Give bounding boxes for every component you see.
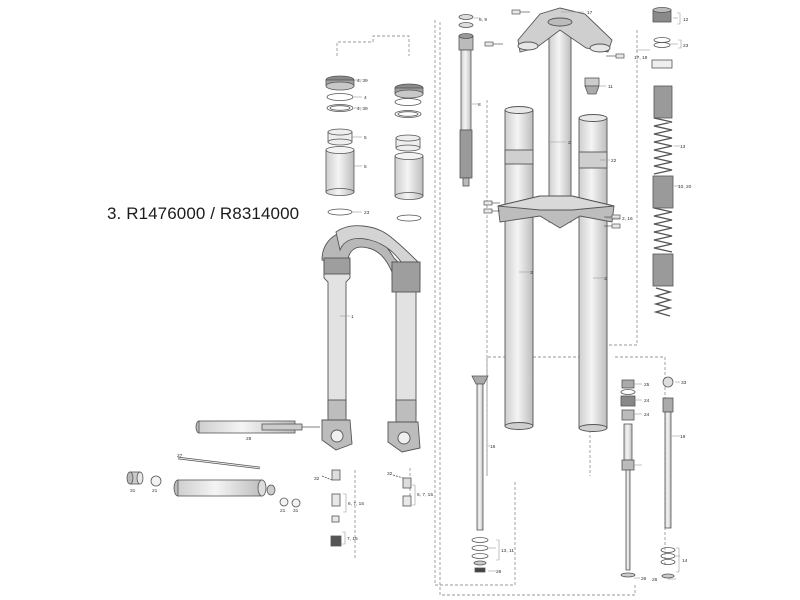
callout: 26 <box>641 576 647 582</box>
axle-washer <box>291 498 301 508</box>
axle-rod <box>177 456 261 470</box>
callout: 17, 18 <box>634 55 648 61</box>
callout: 11 <box>608 84 613 90</box>
spring-spacer <box>653 37 671 43</box>
seal-ring <box>326 93 354 101</box>
dust-wiper-right <box>394 83 424 99</box>
callout-labels: 6, 9 17 12 23 8 17, 18 11 4, 39 4 4, 39 … <box>130 10 692 583</box>
callout: 32 <box>314 476 320 482</box>
callout: 4, 39 <box>357 78 368 84</box>
callout: 26 <box>652 577 658 583</box>
callout: 2, 16 <box>622 216 633 222</box>
top-crown <box>517 7 613 53</box>
callout: 6, 7, 15 <box>348 501 364 507</box>
axle-washer <box>279 497 289 507</box>
bushing-long-left <box>325 146 355 196</box>
seal-ring <box>397 111 419 117</box>
coil-spring-lower <box>653 207 673 253</box>
callout-leaders <box>340 11 682 580</box>
seal-ring <box>394 110 422 118</box>
callout: 21 <box>280 508 286 514</box>
callout: 19 <box>680 434 686 440</box>
axle-lever-assembly <box>173 479 276 497</box>
callout: 22 <box>611 158 617 164</box>
diagram-title: 3. R1476000 / R8314000 <box>107 204 300 223</box>
crown-bolts <box>483 9 625 229</box>
callout: 17 <box>587 10 593 16</box>
callout: 26 <box>496 569 502 575</box>
bushing-long-right <box>394 152 424 200</box>
callout: 6, 9 <box>479 17 487 23</box>
callout: 31 <box>293 508 299 514</box>
callout: 28 <box>246 436 252 442</box>
callout: 25 <box>644 382 650 388</box>
coil-spring-tail <box>653 287 673 317</box>
callout: 2 <box>568 140 571 146</box>
seal-ring <box>329 105 351 111</box>
callout: 24 <box>644 398 650 404</box>
damper-rod-left <box>471 375 489 573</box>
spring-mid-block <box>652 175 674 209</box>
bushing-upper-right <box>395 134 421 152</box>
lower-bolts <box>321 469 412 547</box>
axle-washer <box>150 475 162 487</box>
callout: 21 <box>152 488 158 494</box>
callout: 14 <box>682 558 688 564</box>
damper-rod-right <box>660 376 676 579</box>
assembly-dashed-lines <box>336 20 666 596</box>
damper-cartridge <box>458 14 474 187</box>
top-cap <box>584 77 600 95</box>
callout: 13 <box>680 144 686 150</box>
callout: 10, 20 <box>678 184 692 190</box>
callout: 4 <box>364 95 367 101</box>
lower-leg-casting <box>321 225 421 453</box>
callout: 7, 15 <box>347 536 358 542</box>
seal-ring <box>394 98 422 106</box>
spring-spacer <box>653 42 671 48</box>
axle-end-caps <box>126 471 301 508</box>
dust-wiper-left <box>325 75 355 91</box>
left-seal-stack <box>325 75 424 222</box>
callout: 33 <box>681 380 687 386</box>
callout: 5 <box>364 135 367 141</box>
bushing-upper-left <box>327 128 353 146</box>
spring-preload-block <box>653 85 673 119</box>
callout: 27 <box>177 453 183 459</box>
seal-ring <box>326 104 354 112</box>
spring-bottom-block <box>652 253 674 287</box>
callout: 23 <box>364 210 370 216</box>
callout: 3 <box>530 270 533 276</box>
callout: 13, 11 <box>501 548 514 554</box>
crush-ring <box>396 214 422 222</box>
damper-rod-center <box>620 379 636 578</box>
callout: 4, 39 <box>357 106 368 112</box>
axle-nut <box>126 471 144 485</box>
thru-axle <box>195 420 320 434</box>
callout: 1 <box>351 314 354 320</box>
callout: 24 <box>644 412 650 418</box>
spring-cap-sleeve <box>651 59 673 69</box>
callout: 12 <box>683 17 689 23</box>
callout: 32 <box>387 471 393 477</box>
callout: 3 <box>604 276 607 282</box>
spring-column <box>651 7 674 317</box>
callout: 18 <box>490 444 496 450</box>
spring-top-cap <box>652 7 672 23</box>
coil-spring-upper <box>653 117 673 175</box>
callout: 23 <box>683 43 689 49</box>
callout: 8 <box>478 102 481 108</box>
crush-ring <box>327 208 353 216</box>
callout: 31 <box>130 488 136 494</box>
callout: 6, 7, 15 <box>417 492 433 498</box>
callout: 5 <box>364 164 367 170</box>
